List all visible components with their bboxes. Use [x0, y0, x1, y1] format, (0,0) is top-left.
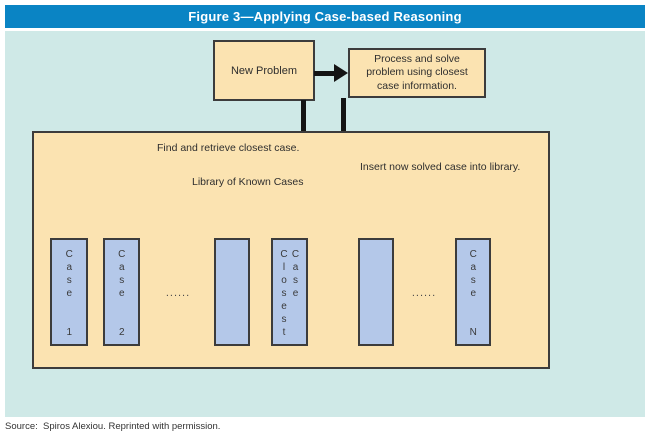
case-1-rect: Case 1	[50, 238, 88, 346]
diagram-canvas: New Problem Process and solve problem us…	[5, 31, 645, 417]
case-1-label: Case 1	[63, 249, 75, 340]
closest-case-rect: Closest Case	[271, 238, 308, 346]
ellipsis-dots: ......	[411, 287, 437, 299]
process-solve-node: Process and solve problem using closest …	[348, 48, 486, 98]
library-title-label: Library of Known Cases	[192, 176, 304, 188]
case-n-label: Case N	[467, 249, 479, 340]
case-blank-rect	[214, 238, 250, 346]
new-problem-node: New Problem	[213, 40, 315, 101]
ellipsis-dots: ......	[165, 287, 191, 299]
case-2-rect: Case 2	[103, 238, 140, 346]
source-credit: Source: Spiros Alexiou. Reprinted with p…	[5, 421, 221, 432]
case-blank-rect	[358, 238, 394, 346]
arrow-right-icon	[334, 64, 348, 82]
insert-solved-label: Insert now solved case into library.	[360, 161, 521, 173]
case-n-rect: Case N	[455, 238, 491, 346]
figure-title-bar: Figure 3—Applying Case-based Reasoning	[5, 5, 645, 28]
new-problem-label: New Problem	[230, 64, 298, 77]
case-2-label: Case 2	[116, 249, 128, 340]
arrow-new-to-process-line	[314, 71, 336, 76]
process-solve-label: Process and solve problem using closest …	[366, 53, 468, 92]
figure-title: Figure 3—Applying Case-based Reasoning	[188, 9, 462, 24]
find-retrieve-label: Find and retrieve closest case.	[157, 142, 300, 154]
closest-case-label: Closest Case	[278, 249, 302, 340]
